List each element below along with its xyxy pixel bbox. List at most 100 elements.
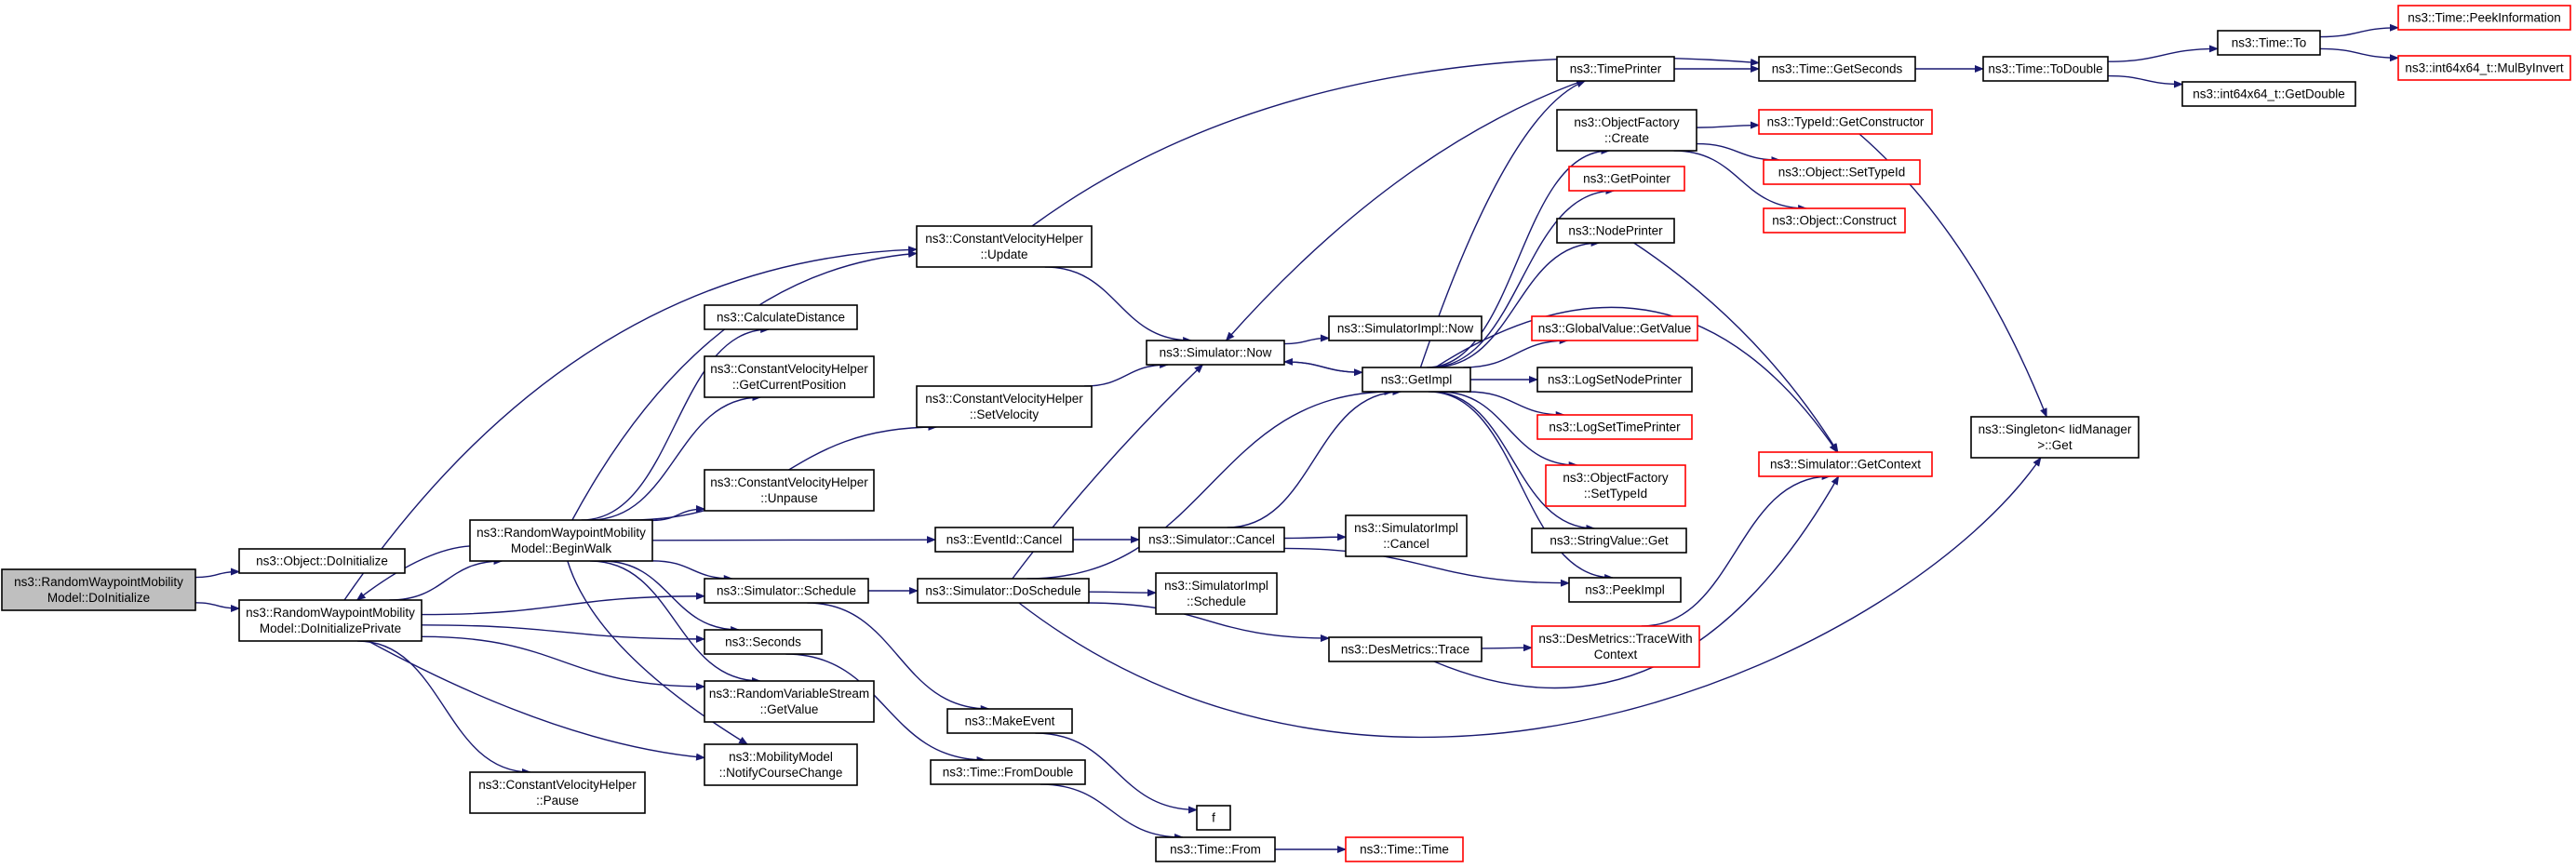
node-time-to[interactable]: ns3::Time::To — [2217, 30, 2321, 56]
node-doinitpriv[interactable]: ns3::RandomWaypointMobilityModel::DoInit… — [238, 599, 423, 642]
node-label: ns3::RandomWaypointMobility — [14, 575, 183, 589]
node-simimpl-schedule[interactable]: ns3::SimulatorImpl::Schedule — [1155, 572, 1278, 615]
node-time-fromdouble[interactable]: ns3::Time::FromDouble — [930, 759, 1086, 785]
edge-time_todouble-to-time_to — [2107, 45, 2219, 62]
edge-getimpl-to-peekimpl — [1428, 391, 1615, 581]
edge-nodeprinter-to-sim_getcontext — [1633, 242, 1839, 453]
node-eventid-cancel[interactable]: ns3::EventId::Cancel — [934, 527, 1074, 553]
edge-sim_doschedule-to-simimpl_schedule — [1088, 589, 1157, 597]
node-peekimpl[interactable]: ns3::PeekImpl — [1568, 577, 1682, 603]
edge-time_fromdouble-to-time_from — [1040, 783, 1185, 841]
edge-getimpl-to-objfactory_settypeid — [1439, 391, 1578, 469]
edge-objfactory_create-to-typeid_getctor — [1696, 121, 1760, 129]
node-sim-schedule[interactable]: ns3::Simulator::Schedule — [704, 578, 869, 604]
node-box — [238, 548, 406, 574]
node-time-from[interactable]: ns3::Time::From — [1155, 836, 1276, 862]
node-logsetnodeprinter[interactable]: ns3::LogSetNodePrinter — [1536, 367, 1693, 393]
edge-sim_cancel-to-simimpl_cancel — [1283, 533, 1347, 541]
node-typeid-getctor[interactable]: ns3::TypeId::GetConstructor — [1758, 109, 1933, 135]
node-label: ns3::MakeEvent — [965, 714, 1055, 728]
node-label: ns3::Time::ToDouble — [1988, 62, 2102, 76]
node-singleton-get[interactable]: ns3::Singleton< IidManager >::Get — [1970, 416, 2140, 459]
node-sim-getcontext[interactable]: ns3::Simulator::GetContext — [1758, 451, 1933, 477]
node-label: ns3::Object::Construct — [1772, 214, 1897, 228]
node-label: ns3::CalculateDistance — [717, 311, 845, 325]
node-cvh-unpause[interactable]: ns3::ConstantVelocityHelper::Unpause — [704, 469, 875, 512]
node-beginwalk[interactable]: ns3::RandomWaypointMobilityModel::BeginW… — [469, 519, 653, 562]
node-box — [930, 759, 1086, 785]
node-label: ns3::Time::To — [2232, 36, 2307, 50]
node-sim-cancel[interactable]: ns3::Simulator::Cancel — [1138, 527, 1285, 553]
node-int64-getdouble[interactable]: ns3::int64x64_t::GetDouble — [2181, 81, 2356, 107]
node-label: ns3::ConstantVelocityHelper — [925, 232, 1083, 246]
node-box — [1758, 56, 1916, 82]
node-object-settypeid[interactable]: ns3::Object::SetTypeId — [1763, 159, 1921, 185]
node-label: ns3::Time::From — [1170, 843, 1261, 857]
edge-time_todouble-to-int64_getdouble — [2107, 74, 2183, 88]
node-box — [1, 568, 196, 611]
node-f[interactable]: f — [1196, 805, 1231, 831]
node-label: ::Create — [1604, 131, 1649, 145]
node-mm-notify[interactable]: ns3::MobilityModel::NotifyCourseChange — [704, 743, 858, 786]
node-doinit-obj[interactable]: ns3::Object::DoInitialize — [238, 548, 406, 574]
node-root[interactable]: ns3::RandomWaypointMobilityModel::DoInit… — [1, 568, 196, 611]
edge-beginwalk-to-rvs_getvalue — [590, 560, 761, 685]
node-sim-now[interactable]: ns3::Simulator::Now — [1146, 340, 1285, 366]
node-getimpl[interactable]: ns3::GetImpl — [1362, 367, 1471, 393]
node-object-construct[interactable]: ns3::Object::Construct — [1763, 207, 1906, 234]
node-cvh-getpos[interactable]: ns3::ConstantVelocityHelper::GetCurrentP… — [704, 355, 875, 398]
node-label: ns3::Object::SetTypeId — [1778, 166, 1906, 180]
node-int64-mulbyinvert[interactable]: ns3::int64x64_t::MulByInvert — [2397, 55, 2571, 81]
node-stringvalue-get[interactable]: ns3::StringValue::Get — [1531, 527, 1687, 554]
node-label: f — [1212, 811, 1215, 825]
node-objfactory-settypeid[interactable]: ns3::ObjectFactory::SetTypeId — [1545, 464, 1686, 507]
node-box — [2217, 30, 2321, 56]
node-box — [1146, 340, 1285, 366]
node-time-time[interactable]: ns3::Time::Time — [1345, 836, 1464, 862]
node-sim-doschedule[interactable]: ns3::Simulator::DoSchedule — [917, 578, 1090, 604]
node-timeprinter[interactable]: ns3::TimePrinter — [1556, 56, 1675, 82]
edge-timeprinter-to-sim_now — [1225, 80, 1583, 341]
node-label: ns3::Simulator::GetContext — [1770, 458, 1921, 472]
node-label: ::Update — [980, 247, 1027, 261]
node-box — [1531, 625, 1700, 668]
node-calcdist[interactable]: ns3::CalculateDistance — [704, 304, 858, 330]
node-cvh-pause[interactable]: ns3::ConstantVelocityHelper::Pause — [469, 771, 646, 814]
node-box — [2181, 81, 2356, 107]
node-box — [2397, 5, 2571, 31]
node-cvh-update[interactable]: ns3::ConstantVelocityHelper::Update — [916, 225, 1093, 268]
node-label: Context — [1594, 648, 1638, 661]
node-time-peekinfo[interactable]: ns3::Time::PeekInformation — [2397, 5, 2571, 31]
node-logsettimeprinter[interactable]: ns3::LogSetTimePrinter — [1536, 414, 1693, 440]
node-time-getseconds[interactable]: ns3::Time::GetSeconds — [1758, 56, 1916, 82]
node-box — [1531, 527, 1687, 554]
node-simimpl-now[interactable]: ns3::SimulatorImpl::Now — [1328, 315, 1483, 341]
node-label: ::Unpause — [760, 491, 818, 505]
node-box — [469, 519, 653, 562]
node-nodeprinter[interactable]: ns3::NodePrinter — [1556, 218, 1675, 244]
node-desmetrics-trace[interactable]: ns3::DesMetrics::Trace — [1328, 636, 1483, 662]
node-label: ns3::Object::DoInitialize — [256, 554, 388, 568]
node-label: ::SetVelocity — [970, 407, 1040, 421]
node-box — [2397, 55, 2571, 81]
edge-sim_doschedule-to-singleton_get — [1018, 457, 2042, 739]
node-time-todouble[interactable]: ns3::Time::ToDouble — [1982, 56, 2109, 82]
node-box — [1758, 109, 1933, 135]
node-rvs-getvalue[interactable]: ns3::RandomVariableStream::GetValue — [704, 680, 875, 723]
node-label: ns3::int64x64_t::GetDouble — [2193, 87, 2345, 101]
node-box — [1556, 218, 1675, 244]
node-globalvalue-get[interactable]: ns3::GlobalValue::GetValue — [1531, 315, 1698, 341]
edge-getimpl-to-logsettimeprinter — [1467, 391, 1565, 419]
node-box — [1345, 836, 1464, 862]
node-cvh-setvel[interactable]: ns3::ConstantVelocityHelper::SetVelocity — [916, 385, 1093, 428]
node-label: ::SetTypeId — [1584, 487, 1647, 501]
node-simimpl-cancel[interactable]: ns3::SimulatorImpl::Cancel — [1345, 514, 1468, 557]
node-label: ::Schedule — [1187, 594, 1246, 608]
node-seconds[interactable]: ns3::Seconds — [704, 629, 823, 655]
node-objfactory-create[interactable]: ns3::ObjectFactory::Create — [1556, 109, 1697, 152]
edge-desmetrics_tracewithctx-to-sim_getcontext — [1641, 473, 1831, 627]
node-getpointer[interactable]: ns3::GetPointer — [1568, 166, 1685, 192]
node-makeevent[interactable]: ns3::MakeEvent — [946, 708, 1073, 734]
